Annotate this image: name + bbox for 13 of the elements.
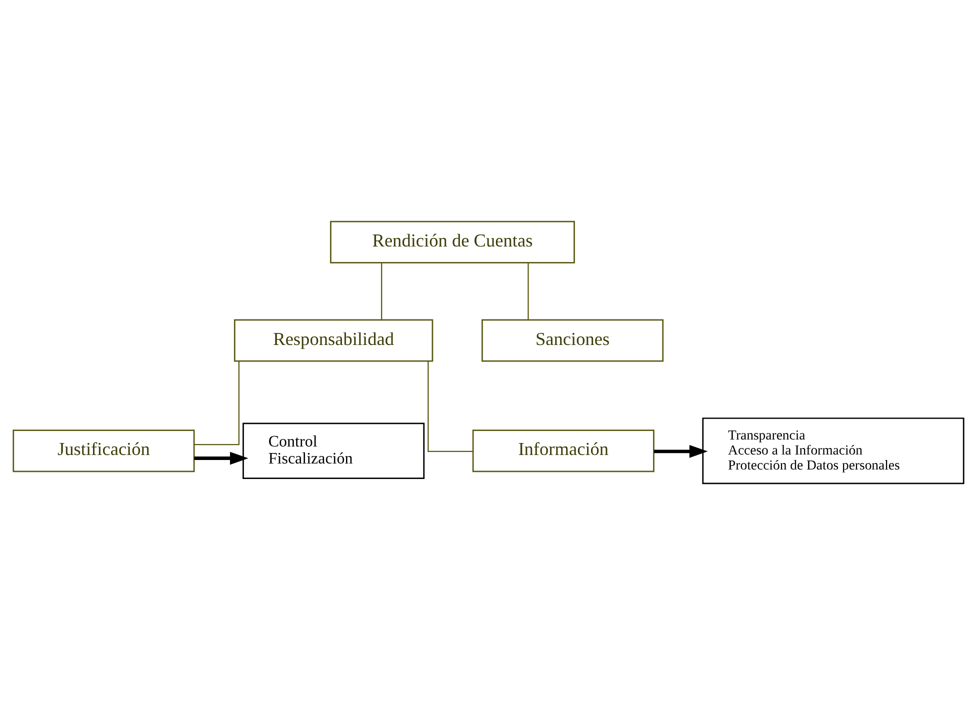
node-box: Sanciones <box>482 318 664 362</box>
connector <box>428 360 473 452</box>
node-box: Rendición de Cuentas <box>330 220 575 263</box>
node-box: Control Fiscalización <box>242 422 425 478</box>
node-box: Responsabilidad <box>234 318 434 362</box>
node-box: Justificación <box>12 429 195 472</box>
node-box: Transparencia Acceso a la Información Protección de Datos personales <box>702 417 964 484</box>
connector <box>528 262 529 320</box>
connector <box>194 361 240 445</box>
node-box: Información <box>472 429 654 472</box>
arrow <box>654 444 708 458</box>
connector <box>381 262 382 320</box>
arrow <box>194 451 248 464</box>
